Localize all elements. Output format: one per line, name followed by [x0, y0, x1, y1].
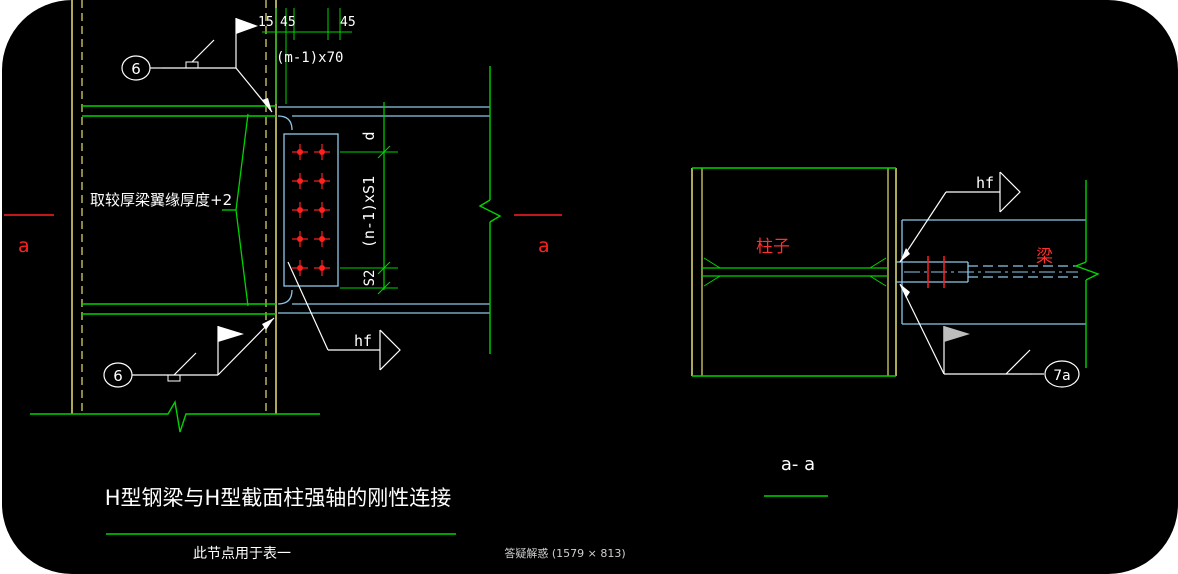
dim-45-right: 45 — [340, 15, 356, 30]
weld-symbol-7a: 7a — [899, 283, 1080, 388]
shear-plate — [283, 133, 339, 287]
weld-symbol-top: 6 — [121, 18, 273, 113]
bolt-group — [292, 144, 330, 276]
section-view-a-a: 柱子 梁 hf — [691, 167, 1100, 497]
weld-access-hole — [277, 115, 293, 131]
dim-45-left: 45 — [280, 15, 296, 30]
fillet-weld-callout-right: hf — [899, 171, 1021, 263]
weld-tag-top: 6 — [131, 60, 141, 78]
image-caption: 答疑解惑 (1579 × 813) — [504, 546, 625, 560]
left-elevation: 取较厚梁翼缘厚度+2 d (n-1)xS1 S2 15 — [4, 0, 562, 433]
beam-label: 梁 — [1036, 247, 1053, 267]
bolt — [314, 144, 330, 160]
bolt — [292, 260, 308, 276]
dim-15: 15 — [258, 15, 274, 30]
dim-d: d — [360, 131, 378, 140]
field-weld-flag — [236, 18, 258, 34]
bolt — [292, 231, 308, 247]
section-mark-left: a — [18, 235, 30, 257]
field-weld-flag — [218, 326, 244, 342]
weld-tag-7a: 7a — [1053, 368, 1071, 384]
weld-access-hole — [277, 289, 293, 305]
section-title: a- a — [781, 454, 815, 475]
drawing-subtitle: 此节点用于表一 — [193, 546, 291, 562]
bolt — [292, 202, 308, 218]
bolt — [314, 173, 330, 189]
bolt — [314, 260, 330, 276]
dim-bolt-spacing: (m-1)x70 — [276, 50, 343, 66]
weld-tag-circle — [1044, 360, 1080, 388]
thickness-note: 取较厚梁翼缘厚度+2 — [90, 191, 232, 209]
bolt — [292, 173, 308, 189]
beam-break-line — [478, 199, 502, 223]
dim-s2: S2 — [362, 270, 378, 287]
fillet-weld-callout-left: hf — [287, 261, 401, 371]
section-mark-right: a — [538, 235, 550, 257]
beam-break-line — [1074, 261, 1100, 281]
bolt — [314, 202, 330, 218]
bolt — [292, 144, 308, 160]
weld-size-left: hf — [354, 332, 372, 350]
weld-symbol-bottom: 6 — [103, 317, 275, 388]
weld-size-right: hf — [976, 174, 994, 192]
drawing-title: H型钢梁与H型截面柱强轴的刚性连接 — [105, 486, 452, 510]
bolt — [314, 231, 330, 247]
column-label: 柱子 — [756, 237, 790, 257]
break-line — [30, 399, 320, 433]
weld-tag-bottom: 6 — [113, 367, 123, 385]
dim-s1: (n-1)xS1 — [360, 176, 378, 248]
field-weld-flag — [944, 326, 970, 342]
